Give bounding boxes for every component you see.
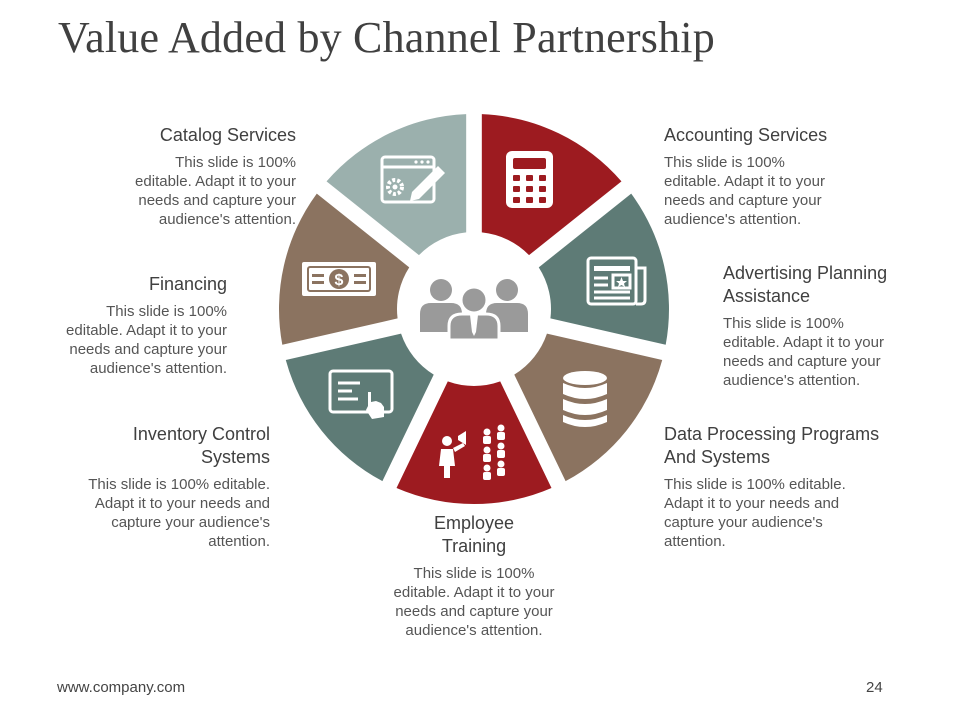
calculator-icon [506,151,553,208]
footer-website: www.company.com [57,679,186,696]
dollar-bill-icon: $ [302,262,376,296]
advertising-planning-block: Advertising Planning Assistance This sli… [723,262,887,390]
employee-training-heading: Employee Training [433,513,515,556]
data-processing-text: This slide is 100% editable. Adapt it to… [664,476,846,550]
presentation-people-icon [439,424,505,480]
team-people-icon [420,279,528,342]
financing-block: Financing This slide is 100% editable. A… [66,273,227,378]
touch-screen-icon [328,369,394,419]
accounting-services-block: Accounting Services This slide is 100% e… [664,124,827,229]
accounting-services-text: This slide is 100% editable. Adapt it to… [664,154,825,228]
web-settings-edit-icon [380,155,445,204]
database-icon [563,371,607,427]
employee-training-block: Employee Training This slide is 100% edi… [374,512,574,640]
inventory-control-heading: Inventory Control Systems [132,424,270,467]
advertising-planning-heading: Advertising Planning Assistance [723,263,888,306]
inventory-control-text: This slide is 100% editable. Adapt it to… [88,476,270,550]
page-title: Value Added by Channel Partnership [58,13,715,62]
catalog-services-block: Catalog Services This slide is 100% edit… [135,124,296,229]
catalog-services-text: This slide is 100% editable. Adapt it to… [135,154,296,228]
newspaper-icon [586,256,647,306]
advertising-planning-text: This slide is 100% editable. Adapt it to… [723,315,884,389]
wheel-segment-training [396,381,552,504]
employee-training-text: This slide is 100% editable. Adapt it to… [393,565,555,639]
financing-heading: Financing [148,274,227,294]
catalog-services-heading: Catalog Services [159,125,296,145]
wheel-segment-catalog [326,114,467,256]
inventory-control-block: Inventory Control Systems This slide is … [88,423,270,551]
data-processing-block: Data Processing Programs And Systems Thi… [664,423,879,551]
svg-text:$: $ [335,272,344,289]
accounting-services-heading: Accounting Services [664,125,828,145]
footer-page-number: 24 [866,679,883,696]
data-processing-heading: Data Processing Programs And Systems [664,424,880,467]
financing-text: This slide is 100% editable. Adapt it to… [66,303,227,377]
wheel-segment-inventory [285,333,434,482]
